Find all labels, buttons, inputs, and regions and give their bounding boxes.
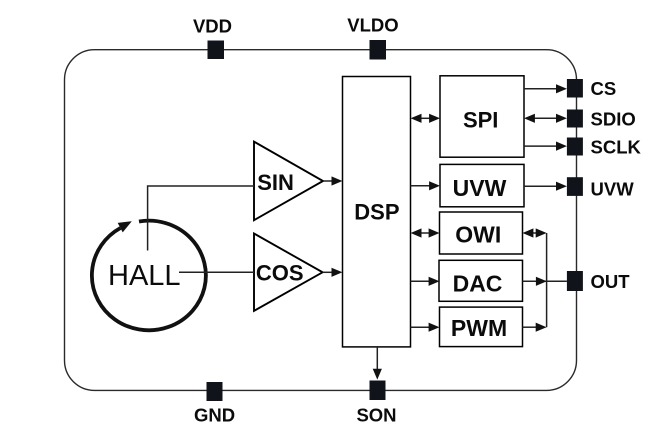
svg-text:OUT: OUT [591,271,631,292]
svg-text:SON: SON [356,405,396,426]
svg-text:PWM: PWM [451,315,507,341]
svg-text:DSP: DSP [354,199,399,224]
svg-text:SIN: SIN [257,170,294,195]
svg-text:CS: CS [591,78,617,99]
svg-text:UVW: UVW [453,175,507,201]
svg-text:VLDO: VLDO [347,15,398,36]
svg-text:HALL: HALL [108,260,181,292]
svg-text:OWI: OWI [455,221,501,247]
svg-text:COS: COS [256,261,304,286]
svg-text:SDIO: SDIO [591,109,636,130]
svg-text:DAC: DAC [453,270,503,296]
svg-text:GND: GND [194,405,235,426]
svg-text:VDD: VDD [193,16,232,37]
svg-text:UVW: UVW [591,178,635,199]
svg-text:SPI: SPI [463,107,498,132]
svg-text:SCLK: SCLK [591,137,642,158]
